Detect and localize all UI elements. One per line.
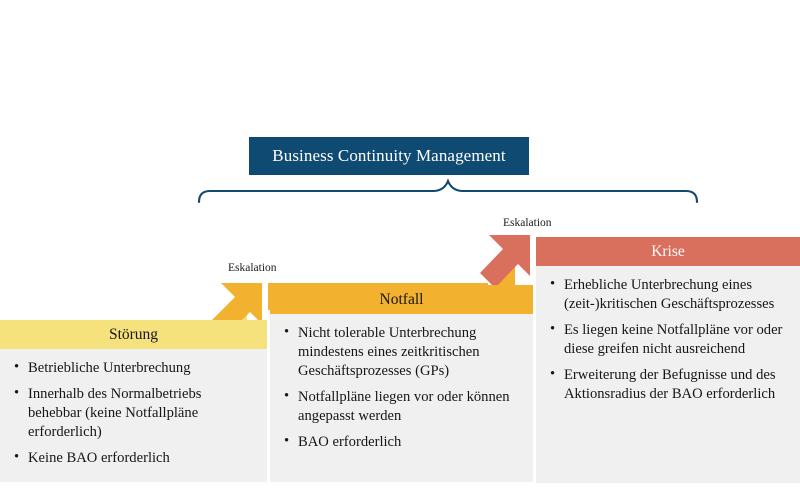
stage-header-label: Störung: [108, 325, 159, 343]
stage-body-stoerung: Betriebliche Unterbrechung Innerhalb des…: [0, 349, 267, 482]
stage-list-krise: Erhebliche Unterbrechung eines (zeit-)kr…: [550, 275, 786, 404]
stage-list-notfall: Nicht tolerable Unterbrechung mindestens…: [284, 323, 519, 452]
stage-header-stoerung: Störung: [0, 320, 267, 349]
escalation-label-1: Eskalation: [228, 262, 277, 274]
stage-body-notfall: Nicht tolerable Unterbrechung mindestens…: [270, 314, 533, 482]
list-item: Nicht tolerable Unterbrechung mindestens…: [284, 323, 519, 381]
list-item: Keine BAO erforderlich: [14, 448, 253, 468]
escalation-label-2: Eskalation: [503, 217, 552, 229]
stage-body-krise: Erhebliche Unterbrechung eines (zeit-)kr…: [536, 266, 800, 483]
list-item: Notfallpläne liegen vor oder können ange…: [284, 387, 519, 426]
stage-header-label: Notfall: [379, 290, 424, 308]
stage-column-krise: Krise Erhebliche Unterbrechung eines (ze…: [536, 237, 800, 483]
list-item: Innerhalb des Normalbetriebs behebbar (k…: [14, 384, 253, 442]
escalation-arrowhead-2: [480, 235, 530, 288]
diagram-title-box: Business Continuity Management: [249, 137, 529, 175]
stage-header-notfall: Notfall: [270, 285, 533, 314]
stage-header-krise: Krise: [536, 237, 800, 266]
scope-brace-icon: [197, 178, 699, 204]
list-item: Betriebliche Unterbrechung: [14, 358, 253, 378]
stage-header-label: Krise: [651, 242, 685, 260]
list-item: Es liegen keine Notfallpläne vor oder di…: [550, 320, 786, 359]
stage-list-stoerung: Betriebliche Unterbrechung Innerhalb des…: [14, 358, 253, 468]
list-item: Erweiterung der Befugnisse und des Aktio…: [550, 365, 786, 404]
list-item: BAO erforderlich: [284, 432, 519, 452]
stage-column-stoerung: Störung Betriebliche Unterbrechung Inner…: [0, 320, 267, 482]
list-item: Erhebliche Unterbrechung eines (zeit-)kr…: [550, 275, 786, 314]
stage-column-notfall: Notfall Nicht tolerable Unterbrechung mi…: [270, 285, 533, 482]
page-title: Business Continuity Management: [272, 146, 506, 165]
